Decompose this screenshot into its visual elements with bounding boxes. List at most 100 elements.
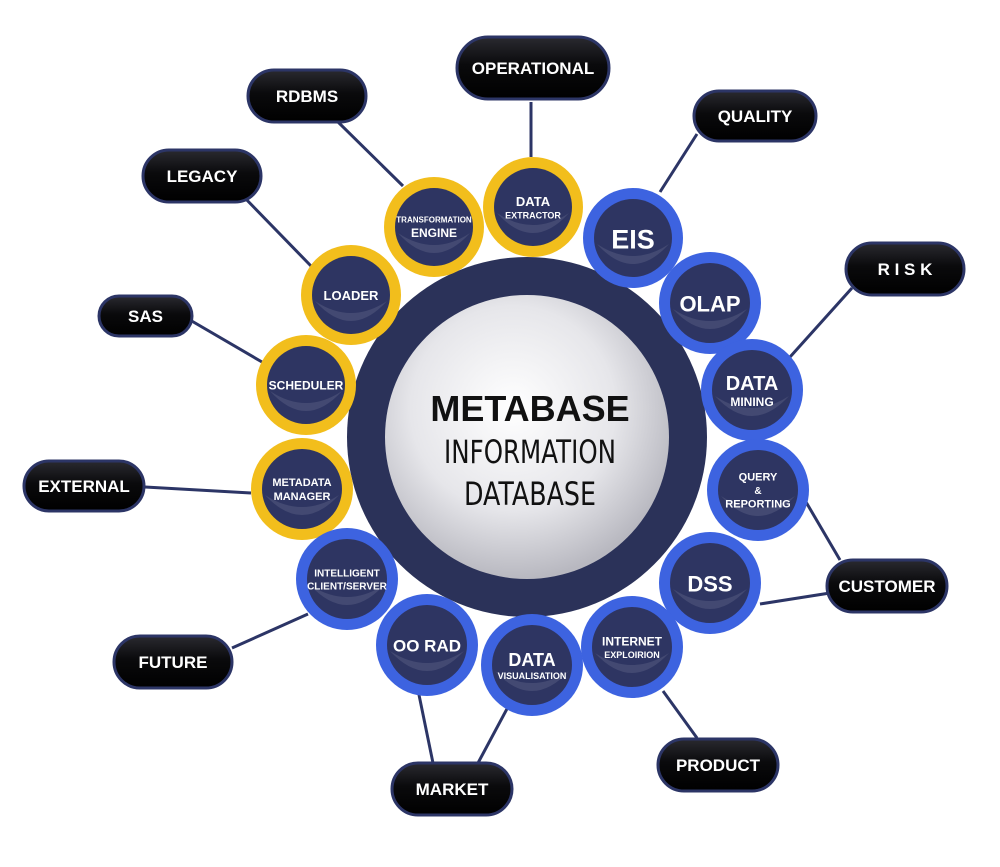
- node-label-line: &: [754, 486, 761, 497]
- hub-core: [385, 295, 669, 579]
- node-core: [307, 539, 387, 619]
- pill-label: RDBMS: [276, 87, 338, 106]
- node-core: [594, 199, 672, 277]
- node-core: [670, 263, 750, 343]
- pill-operational: OPERATIONAL: [455, 35, 611, 101]
- node-label-line: EXPLOIRION: [604, 650, 660, 660]
- node-core: [592, 607, 672, 687]
- connector-line: [335, 119, 405, 188]
- pill-shape: [455, 35, 611, 101]
- hub-subtitle-line1: INFORMATION: [444, 433, 616, 471]
- node-core: [312, 256, 390, 334]
- node-shine: [398, 233, 470, 253]
- node-label-line: DSS: [687, 571, 732, 596]
- pill-external: EXTERNAL: [22, 459, 146, 513]
- pill-risk: R I S K: [844, 241, 966, 297]
- node-shine: [721, 496, 795, 516]
- pill-label: PRODUCT: [676, 756, 761, 775]
- connector-line: [788, 286, 854, 359]
- pill-shape: [844, 241, 966, 297]
- node-label-line: EIS: [611, 224, 655, 254]
- pill-label: EXTERNAL: [38, 477, 130, 496]
- pill-shape: [141, 148, 263, 204]
- node-core: [494, 168, 572, 246]
- node-label-line: TRANSFORMATION: [396, 216, 472, 225]
- hub-subtitle-line2: DATABASE: [464, 475, 596, 513]
- node-label-line: EXTRACTOR: [505, 210, 561, 220]
- connector-line: [231, 612, 309, 650]
- connector-line: [658, 133, 699, 193]
- node-query-reporting: QUERY&REPORTING: [707, 439, 809, 541]
- node-shine: [495, 671, 569, 691]
- node-shine: [265, 495, 339, 515]
- pill-sas: SAS: [97, 294, 194, 338]
- node-label-line: INTELLIGENT: [314, 568, 380, 579]
- node-core: [267, 346, 345, 424]
- pill-label: SAS: [128, 307, 163, 326]
- connector-line: [661, 690, 699, 739]
- pill-label: FUTURE: [139, 653, 208, 672]
- pill-label: R I S K: [878, 260, 934, 279]
- connector-line: [189, 318, 263, 364]
- hub-title: METABASE: [430, 388, 629, 429]
- pill-shape: [112, 634, 234, 690]
- node-label-line: CLIENT/SERVER: [307, 581, 388, 592]
- node-label-line: DATA: [516, 194, 551, 209]
- node-intelligent-client-server: INTELLIGENT CLIENT/SERVER: [296, 528, 398, 630]
- pill-legacy: LEGACY: [141, 148, 263, 204]
- pill-shape: [22, 459, 146, 513]
- pill-customer: CUSTOMER: [825, 558, 949, 614]
- node-metadata-manager: METADATA MANAGER: [251, 438, 353, 540]
- pill-label: OPERATIONAL: [472, 59, 594, 78]
- node-dss: DSS: [659, 532, 761, 634]
- connector-line: [416, 689, 435, 764]
- node-core: [395, 188, 473, 266]
- node-label-line: DATA: [508, 650, 555, 670]
- node-shine: [310, 585, 384, 605]
- component-nodes: DATAEXTRACTORTRANSFORMATIONENGINELOADERS…: [251, 157, 809, 716]
- pill-shape: [825, 558, 949, 614]
- node-label-line: OLAP: [679, 291, 740, 316]
- pill-shape: [97, 294, 194, 338]
- node-label-line: QUERY: [739, 472, 778, 484]
- connector-line: [476, 706, 510, 764]
- node-core: [262, 449, 342, 529]
- pill-label: LEGACY: [167, 167, 239, 186]
- pill-product: PRODUCT: [656, 737, 780, 793]
- node-shine: [673, 589, 747, 609]
- pill-quality: QUALITY: [692, 89, 818, 143]
- node-core: [712, 350, 792, 430]
- node-label-line: METADATA: [272, 477, 331, 489]
- node-core: [492, 625, 572, 705]
- category-pills: OPERATIONAL RDBMS QUALITY LEGACY R I S K SAS E…: [22, 35, 966, 817]
- node-core: [387, 605, 467, 685]
- central-hub: METABASE INFORMATION DATABASE: [347, 257, 707, 617]
- node-shine: [597, 244, 669, 264]
- connector-line: [804, 501, 842, 561]
- pill-shape: [656, 737, 780, 793]
- connector-line: [240, 193, 313, 268]
- pill-label: MARKET: [416, 780, 489, 799]
- node-shine: [595, 653, 669, 673]
- node-label-line: MINING: [730, 395, 773, 409]
- node-label-line: OO RAD: [393, 636, 461, 655]
- pill-label: CUSTOMER: [839, 577, 936, 596]
- node-label-line: INTERNET: [602, 635, 663, 649]
- node-scheduler: SCHEDULER: [256, 335, 356, 435]
- node-label-line: DATA: [726, 373, 779, 395]
- connector-line: [144, 485, 252, 495]
- node-core: [670, 543, 750, 623]
- pill-shape: [692, 89, 818, 143]
- pill-market: MARKET: [390, 761, 514, 817]
- pill-shape: [246, 68, 368, 124]
- connector-line: [759, 591, 831, 606]
- node-olap: OLAP: [659, 252, 761, 354]
- node-eis: EIS: [583, 188, 683, 288]
- node-label-line: MANAGER: [274, 491, 331, 503]
- node-shine: [715, 396, 789, 416]
